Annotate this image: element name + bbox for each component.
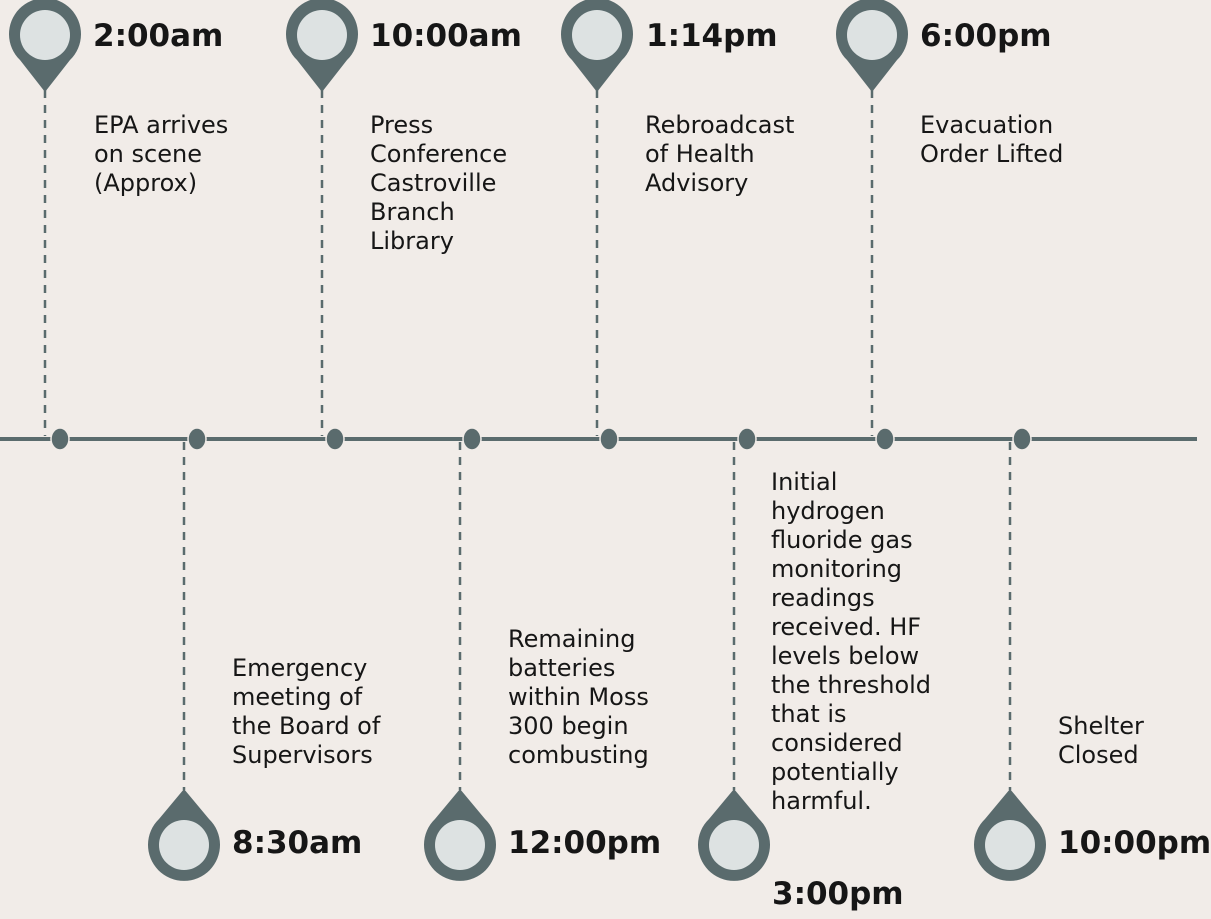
pin-inner-circle [297, 10, 347, 60]
event-description: Initial hydrogen fluoride gas monitoring… [771, 468, 932, 815]
event-time-label: 10:00pm [1058, 825, 1211, 861]
event-time-label: 8:30am [232, 825, 363, 861]
pin-inner-circle [435, 820, 485, 870]
timeline-dot [875, 427, 895, 451]
event-time-label: 3:00pm [772, 876, 904, 912]
event-description: EPA arrives on scene (Approx) [94, 111, 229, 197]
timeline-dot [462, 427, 482, 451]
event-time-label: 6:00pm [920, 18, 1052, 54]
timeline-dot [599, 427, 619, 451]
timeline-dot [50, 427, 70, 451]
event-description: Shelter Closed [1058, 712, 1144, 769]
event-description: Evacuation Order Lifted [920, 111, 1064, 168]
event-time-label: 2:00am [93, 18, 224, 54]
timeline-dot [187, 427, 207, 451]
timeline-dot [325, 427, 345, 451]
event-description: Emergency meeting of the Board of Superv… [232, 654, 381, 769]
timeline-dot [1012, 427, 1032, 451]
event-time-label: 10:00am [370, 18, 522, 54]
pin-inner-circle [159, 820, 209, 870]
pin-inner-circle [709, 820, 759, 870]
event-time-label: 12:00pm [508, 825, 662, 861]
pin-inner-circle [985, 820, 1035, 870]
event-description: Press Conference Castroville Branch Libr… [370, 111, 508, 255]
pin-inner-circle [20, 10, 70, 60]
pin-inner-circle [572, 10, 622, 60]
timeline-dot [737, 427, 757, 451]
event-description: Remaining batteries within Moss 300 begi… [508, 625, 649, 769]
event-description: Rebroadcast of Health Advisory [645, 111, 795, 197]
pin-inner-circle [847, 10, 897, 60]
event-time-label: 1:14pm [646, 18, 778, 54]
